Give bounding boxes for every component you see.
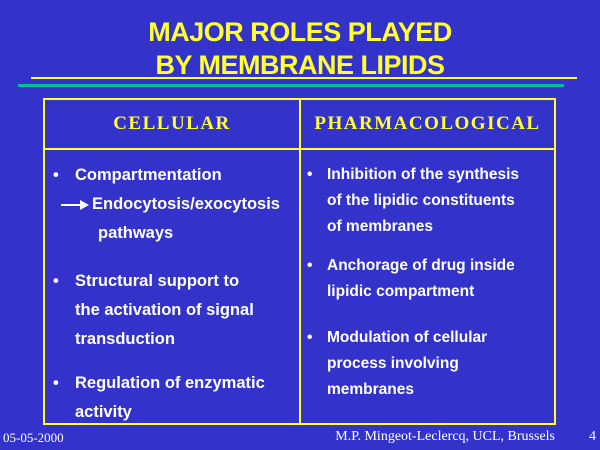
bullet-text-line: Regulation of enzymatic [75, 374, 265, 392]
bullet-text-line: of membranes [327, 218, 433, 235]
bullet-dot: • [53, 272, 59, 290]
title-line-1: MAJOR ROLES PLAYED [148, 17, 452, 47]
bullet-text-line: of the lipidic constituents [327, 192, 515, 209]
footer-page-number: 4 [589, 429, 596, 444]
column-header-pharmacological: PHARMACOLOGICAL [314, 113, 541, 134]
bullet-text-line: process involving [327, 355, 459, 372]
bullet-dot: • [53, 374, 59, 392]
bullet-dot: • [307, 329, 313, 346]
bullet-text-line: the activation of signal [75, 301, 254, 319]
bullet-text-line: activity [75, 403, 132, 421]
bullet-text-line: membranes [327, 381, 415, 398]
footer-credit: M.P. Mingeot-Leclercq, UCL, Brussels [335, 429, 555, 444]
bullet-text-line: Modulation of cellular [327, 329, 488, 346]
footer-date: 05-05-2000 [3, 430, 64, 445]
bullet-text-line: Compartmentation [75, 166, 222, 184]
slide-title: MAJOR ROLES PLAYED BY MEMBRANE LIPIDS [0, 16, 600, 82]
cellular-cell: • Compartmentation Endocytosis/exocytosi… [45, 150, 301, 423]
bullet-item-modulation-cellular: • Modulation of cellular process involvi… [307, 325, 552, 403]
bullet-dot: • [307, 257, 313, 274]
right-arrow-icon [61, 199, 89, 211]
roles-table: CELLULAR PHARMACOLOGICAL • Compartmentat… [43, 98, 556, 425]
bullet-dot: • [307, 166, 313, 183]
bullet-text-line: Structural support to [75, 272, 240, 290]
bullet-item-compartmentation: • Compartmentation Endocytosis/exocytosi… [53, 161, 297, 248]
pharmacological-cell: • Inhibition of the synthesis of the lip… [301, 150, 554, 423]
bullet-text-line: pathways [98, 224, 174, 242]
title-underline-teal [18, 84, 564, 87]
title-underline-yellow [31, 77, 577, 79]
bullet-dot: • [53, 166, 59, 184]
table-header-row: CELLULAR PHARMACOLOGICAL [45, 100, 554, 150]
bullet-item-regulation-enzymatic: • Regulation of enzymatic activity [53, 369, 297, 427]
bullet-item-anchorage-drug: • Anchorage of drug inside lipidic compa… [307, 253, 552, 305]
title-line-2: BY MEMBRANE LIPIDS [155, 50, 445, 80]
table-body-row: • Compartmentation Endocytosis/exocytosi… [45, 150, 554, 423]
bullet-text-line: Inhibition of the synthesis [327, 166, 520, 183]
bullet-text-line: Endocytosis/exocytosis [92, 195, 280, 213]
bullet-text-line: Anchorage of drug inside [327, 257, 515, 274]
bullet-item-structural-support: • Structural support to the activation o… [53, 267, 297, 354]
bullet-text-line: transduction [75, 330, 175, 348]
column-header-cellular: CELLULAR [45, 100, 301, 148]
bullet-item-inhibition-synthesis: • Inhibition of the synthesis of the lip… [307, 162, 552, 240]
bullet-text-line: lipidic compartment [327, 283, 475, 300]
